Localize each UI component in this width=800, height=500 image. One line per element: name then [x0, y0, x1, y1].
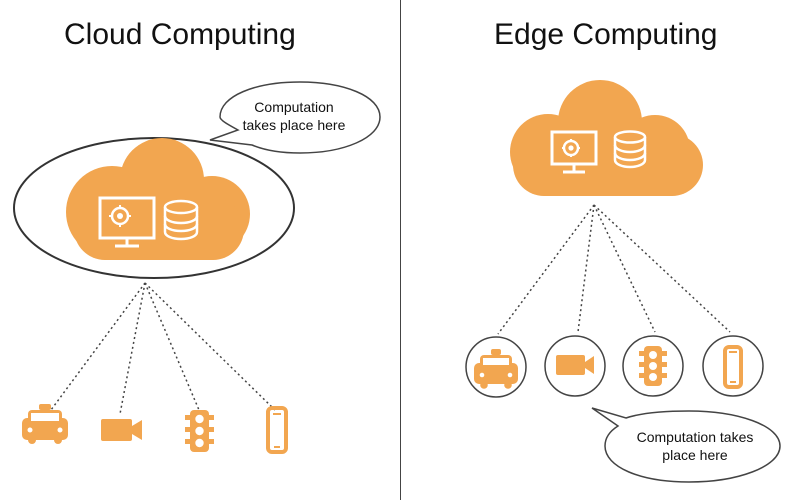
right-database-icon [613, 130, 647, 169]
right-traffic-light-icon [639, 346, 667, 386]
right-cloud-icon [510, 80, 703, 196]
panel-divider [400, 0, 401, 500]
left-callout-text: Computation takes place here [236, 98, 352, 134]
right-callout-bubble [591, 407, 781, 483]
cloud-computing-title: Cloud Computing [64, 18, 296, 51]
right-connection-lines [497, 204, 731, 335]
right-callout-line-1: Computation takes [636, 429, 754, 445]
left-cloud-icon [66, 138, 250, 260]
left-connection-lines [47, 282, 276, 415]
left-traffic-light-icon [185, 410, 214, 452]
left-car-icon [22, 404, 68, 444]
left-database-icon [163, 199, 199, 241]
left-callout-line-1: Computation [254, 99, 334, 115]
left-callout-line-2: takes place here [242, 117, 346, 133]
right-video-camera-icon [556, 355, 594, 375]
right-callout-text: Computation takes place here [620, 428, 770, 464]
edge-computing-title: Edge Computing [494, 18, 718, 51]
right-car-icon [474, 349, 518, 389]
right-callout-line-2: place here [662, 447, 728, 463]
left-video-camera-icon [101, 419, 142, 441]
cloud-focus-ellipse [13, 137, 295, 279]
left-smartphone-icon [266, 406, 288, 454]
right-smartphone-icon [723, 345, 743, 389]
left-callout-bubble [209, 81, 381, 154]
